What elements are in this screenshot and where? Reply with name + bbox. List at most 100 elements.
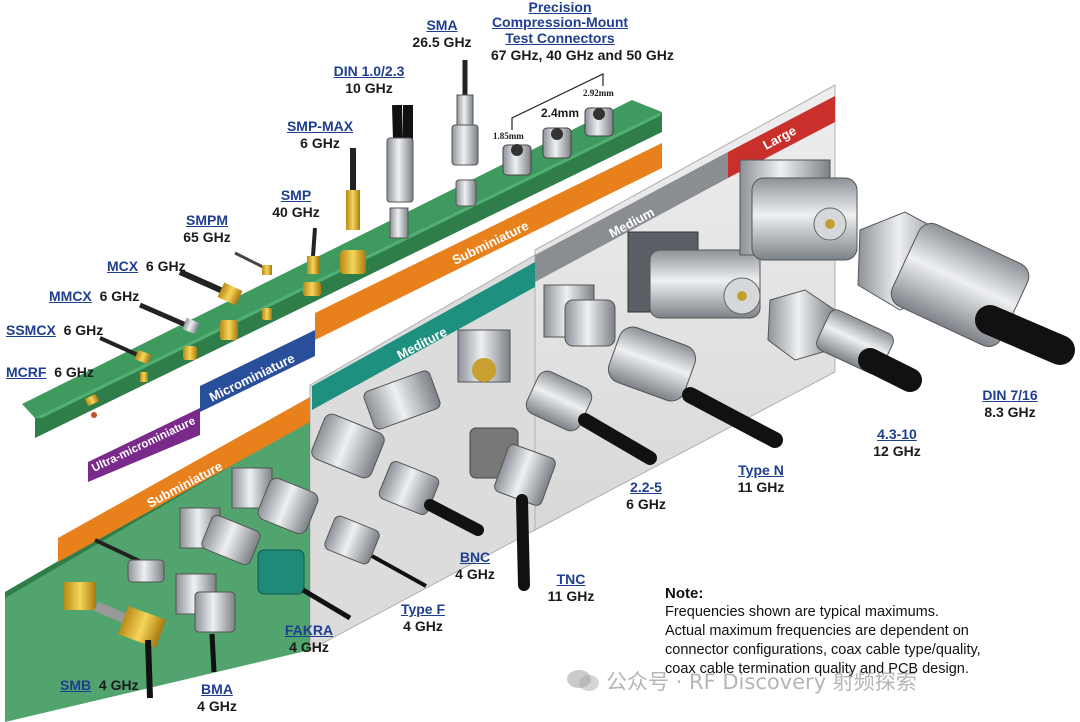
smb-connector-icon — [64, 538, 166, 699]
label-type-n: Type N 11 GHz — [728, 462, 794, 496]
lower-panel-connector-icon — [231, 467, 319, 535]
precision-title-line2: Compression-Mount — [491, 14, 629, 30]
right-angle-panel-connector-icon — [179, 507, 261, 566]
medium-large-flange-connector-icon — [627, 231, 761, 319]
label-fakra-freq: 4 GHz — [289, 639, 329, 655]
large-flange-connector-icon — [739, 159, 858, 261]
din-7-16-connector-icon — [857, 211, 1075, 365]
note-line-2: Actual maximum frequencies are dependent… — [665, 623, 969, 639]
label-type-f-name: Type F — [400, 601, 446, 617]
label-mcrf: MCRF 6 GHz — [6, 364, 94, 381]
2-2-5-connector-icon — [525, 370, 657, 465]
label-4-3-10-freq: 12 GHz — [873, 443, 921, 459]
precision-title: Precision — [490, 0, 630, 16]
label-ssmcx-name: SSMCX — [6, 322, 56, 338]
type-n-connector-icon — [607, 326, 783, 448]
label-tnc: TNC 11 GHz — [542, 571, 600, 605]
label-fakra: FAKRA 4 GHz — [280, 622, 338, 656]
label-smb-name: SMB — [60, 677, 92, 693]
label-smp-freq: 40 GHz — [272, 204, 320, 220]
note-box: Note: Frequencies shown are typical maxi… — [665, 584, 1070, 679]
label-din-1-0-2-3: DIN 1.0/2.3 10 GHz — [329, 63, 409, 97]
mediture-panel-connector-icon — [363, 370, 441, 430]
label-ssmcx: SSMCX 6 GHz — [6, 322, 103, 339]
note-title: Note: — [665, 585, 704, 602]
label-din-1-0-2-3-freq: 10 GHz — [345, 80, 393, 96]
label-mcrf-freq: 6 GHz — [54, 364, 94, 380]
band-ultra-label: Ultra-microminiature — [90, 415, 197, 475]
label-din-7-16: DIN 7/16 8.3 GHz — [975, 387, 1045, 421]
label-type-f: Type F 4 GHz — [394, 601, 452, 635]
wechat-logo-icon — [567, 670, 599, 691]
label-4-3-10: 4.3-10 12 GHz — [866, 426, 928, 460]
label-smp: SMP 40 GHz — [269, 187, 323, 221]
label-ssmcx-freq: 6 GHz — [63, 322, 104, 338]
mmcx-connector-icon — [139, 302, 200, 360]
medium-flange-connector-icon — [543, 284, 616, 347]
label-tnc-name: TNC — [556, 571, 586, 587]
label-2-2-5-freq: 6 GHz — [626, 496, 666, 512]
precision-title-line1: Precision — [528, 0, 592, 15]
mediture-flange-connector-icon — [457, 329, 511, 383]
mcrf-connector-icon — [84, 393, 100, 418]
label-mmcx: MMCX 6 GHz — [49, 288, 139, 305]
label-mmcx-freq: 6 GHz — [99, 288, 140, 304]
precision-2-4mm-connector-icon — [542, 127, 572, 159]
smpm-connector-icon — [234, 251, 272, 320]
label-sma-name: SMA — [426, 17, 458, 33]
note-line-3: connector configurations, coax cable typ… — [665, 642, 981, 658]
precision-title-2: Compression-Mount — [490, 14, 630, 31]
din-1-0-2-3-connector-icon — [386, 104, 414, 239]
label-sma: SMA 26.5 GHz — [412, 17, 472, 51]
label-smp-max: SMP-MAX 6 GHz — [284, 118, 356, 152]
bnc-connector-icon — [378, 461, 484, 536]
tnc-connector-icon — [469, 427, 556, 591]
label-2-2-5-name: 2.2-5 — [630, 479, 662, 495]
label-mmcx-name: MMCX — [49, 288, 92, 304]
note-line-1: Frequencies shown are typical maximums. — [665, 604, 939, 620]
precision-bracket — [511, 73, 604, 130]
label-type-f-freq: 4 GHz — [403, 618, 443, 634]
label-din-7-16-freq: 8.3 GHz — [984, 404, 1036, 420]
label-smb-freq: 4 GHz — [98, 677, 139, 693]
label-smp-max-name: SMP-MAX — [286, 118, 354, 134]
label-bnc-name: BNC — [459, 549, 491, 565]
smp-connector-icon — [303, 227, 321, 296]
label-sma-freq: 26.5 GHz — [412, 34, 472, 50]
label-smpm-freq: 65 GHz — [183, 229, 231, 245]
label-mcrf-name: MCRF — [6, 364, 47, 380]
precision-size-1-85: 1.85mm — [493, 131, 524, 141]
label-din-1-0-2-3-name: DIN 1.0/2.3 — [333, 63, 405, 79]
label-2-2-5: 2.2-5 6 GHz — [618, 479, 674, 513]
precision-freqs: 67 GHz, 40 GHz and 50 GHz — [491, 47, 674, 63]
label-smpm: SMPM 65 GHz — [180, 212, 234, 246]
label-bma-freq: 4 GHz — [197, 698, 237, 714]
label-4-3-10-name: 4.3-10 — [877, 426, 917, 442]
label-bma-name: BMA — [201, 681, 233, 697]
label-tnc-freq: 11 GHz — [547, 588, 595, 604]
mcx-connector-icon — [178, 269, 243, 340]
label-mcx: MCX 6 GHz — [107, 258, 186, 275]
label-mcx-name: MCX — [107, 258, 139, 274]
watermark-text: 公众号 · RF Discovery 射频探索 — [606, 670, 917, 694]
precision-size-2-4: 2.4mm — [541, 106, 580, 120]
label-smpm-name: SMPM — [186, 212, 228, 228]
note-line-4: coax cable termination quality and PCB d… — [665, 661, 969, 677]
label-mcx-freq: 6 GHz — [145, 258, 186, 274]
precision-1-85mm-connector-icon — [502, 144, 532, 176]
label-smp-name: SMP — [280, 187, 312, 203]
label-bnc: BNC 4 GHz — [448, 549, 502, 583]
subminiature-bulkhead-connector-icon — [311, 413, 385, 479]
label-bnc-freq: 4 GHz — [455, 566, 495, 582]
fakra-connector-icon — [257, 549, 352, 621]
smp-max-connector-icon — [340, 148, 366, 274]
bma-connector-icon — [175, 573, 236, 673]
precision-size-2-92: 2.92mm — [583, 88, 614, 98]
ssmcx-connector-icon — [99, 336, 152, 382]
precision-title-line3: Test Connectors — [505, 30, 615, 46]
label-type-n-name: Type N — [738, 462, 784, 478]
4-3-10-connector-icon — [767, 289, 922, 392]
label-bma: BMA 4 GHz — [190, 681, 244, 715]
type-f-connector-icon — [324, 515, 427, 588]
